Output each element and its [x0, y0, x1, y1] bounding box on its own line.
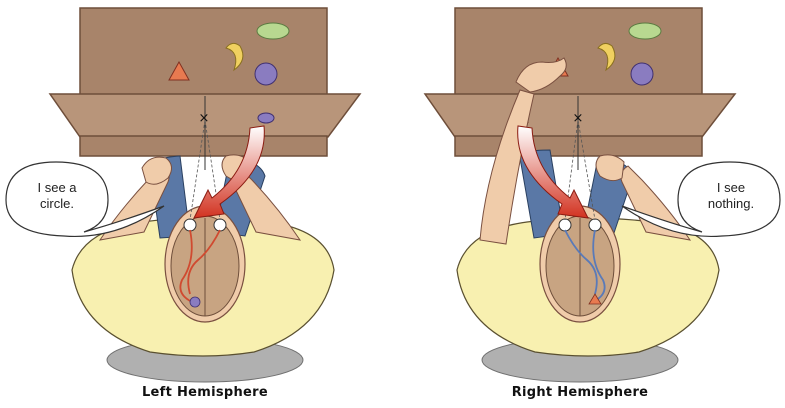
- left-fixation-x: ×: [199, 111, 210, 126]
- right-panel-caption: Right Hemisphere: [430, 385, 730, 400]
- left-speech-line-2: circle.: [14, 196, 100, 212]
- right-purple-circle: [631, 63, 653, 85]
- left-panel-caption: Left Hemisphere: [55, 385, 355, 400]
- left-eye-left: [184, 219, 196, 231]
- right-hand-right: [596, 155, 624, 181]
- left-eye-right: [214, 219, 226, 231]
- left-speech-text: I see a circle.: [14, 180, 100, 212]
- right-speech-line-1: I see: [688, 180, 774, 196]
- right-speech-text: I see nothing.: [688, 180, 774, 212]
- right-back-board: [455, 8, 702, 96]
- right-eye-left: [559, 219, 571, 231]
- right-fixation-x: ×: [573, 111, 584, 126]
- left-shelf-circle: [258, 113, 274, 123]
- left-purple-circle: [255, 63, 277, 85]
- right-eye-right: [589, 219, 601, 231]
- right-green-ellipse: [629, 23, 661, 39]
- left-brain-circle-marker: [190, 297, 200, 307]
- left-back-board: [80, 8, 327, 96]
- right-speech-line-2: nothing.: [688, 196, 774, 212]
- left-shelf-front: [80, 136, 327, 156]
- left-speech-line-1: I see a: [14, 180, 100, 196]
- left-green-ellipse: [257, 23, 289, 39]
